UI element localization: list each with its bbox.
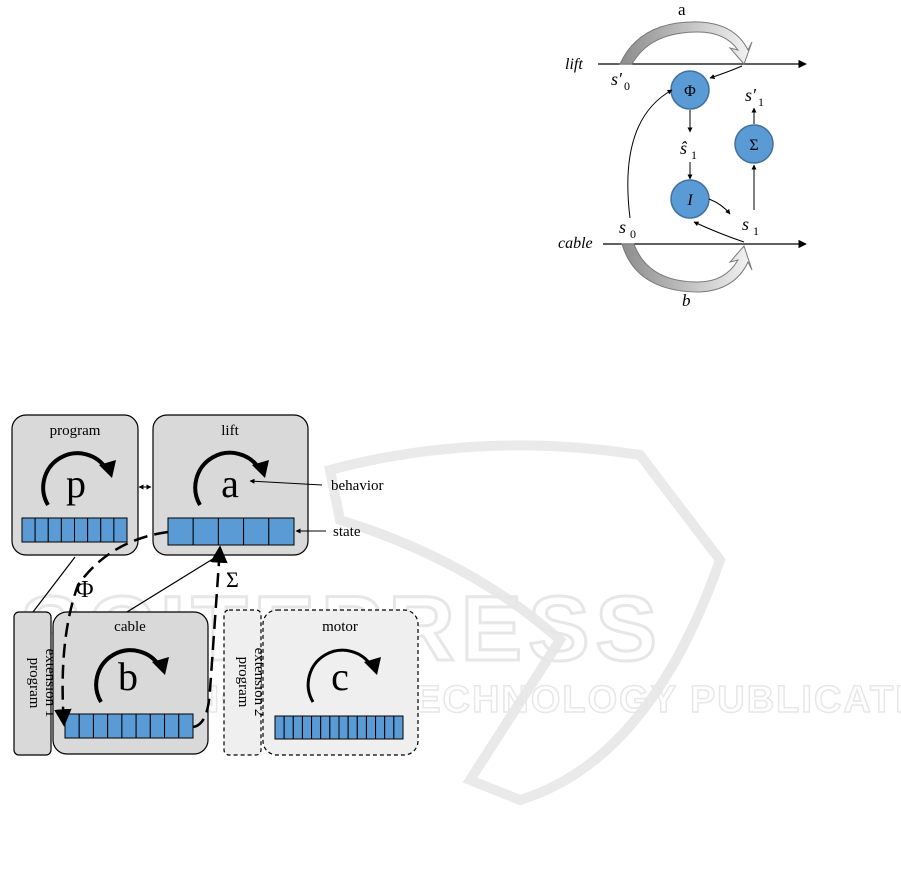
- cable-state-cell: [179, 714, 193, 738]
- svg-text:s′: s′: [611, 69, 623, 89]
- lift-state-register: [168, 518, 294, 545]
- cable-state-cell: [93, 714, 107, 738]
- lift-state-cell: [218, 518, 243, 545]
- cable-title: cable: [114, 619, 146, 635]
- label-s1: s 1: [742, 214, 759, 238]
- lift-behavior-label: a: [221, 461, 239, 506]
- lift-component: lift a: [153, 415, 308, 555]
- motor-state-cell: [348, 716, 357, 739]
- cable-state-cell: [65, 714, 79, 738]
- motor-component: motor c: [263, 610, 418, 755]
- lift-state-cell: [244, 518, 269, 545]
- lift-title: lift: [221, 423, 239, 439]
- motor-state-cell: [312, 716, 321, 739]
- motor-state-cell: [284, 716, 293, 739]
- label-s0: s 0: [619, 217, 636, 241]
- lift-state-cell: [193, 518, 218, 545]
- lift-state-cell: [269, 518, 294, 545]
- svg-text:I: I: [686, 192, 693, 209]
- ext2-line1: program: [235, 657, 251, 708]
- cable-component: cable b: [53, 612, 208, 754]
- cable-timeline-label: cable: [558, 235, 593, 252]
- program-state-cell: [35, 518, 48, 542]
- label-s0-prime: s′ 0: [611, 69, 630, 93]
- cable-state-cell: [108, 714, 122, 738]
- phi-flow-label: Φ: [76, 577, 94, 603]
- svg-text:1: 1: [691, 148, 697, 162]
- program-state-cell: [75, 518, 88, 542]
- cable-behavior-label: b: [118, 654, 138, 699]
- svg-text:0: 0: [624, 79, 630, 93]
- node-i: I: [671, 180, 709, 218]
- ext1-line1: program: [26, 658, 42, 709]
- arrow-s0-to-phi: [628, 90, 672, 218]
- label-s1-hat: ŝ 1: [680, 138, 697, 162]
- program-state-cell: [48, 518, 61, 542]
- svg-text:s′: s′: [745, 85, 757, 105]
- svg-text:1: 1: [753, 224, 759, 238]
- program-state-cell: [22, 518, 35, 542]
- svg-text:Σ: Σ: [749, 137, 758, 154]
- motor-state-cell: [275, 716, 284, 739]
- svg-text:SCIENCE AND TECHNOLOGY PUBLICA: SCIENCE AND TECHNOLOGY PUBLICATIONS: [95, 679, 901, 721]
- cable-state-cell: [165, 714, 179, 738]
- node-phi: Φ: [671, 71, 709, 109]
- lift-timeline-label: lift: [565, 56, 583, 73]
- program-state-cell: [61, 518, 74, 542]
- program-title: program: [50, 423, 101, 439]
- motor-state-cell: [394, 716, 403, 739]
- program-extension-1: program extension 1: [14, 612, 58, 755]
- cable-state-cell: [150, 714, 164, 738]
- arc-b-label: b: [682, 291, 691, 310]
- motor-state-cell: [366, 716, 375, 739]
- cable-state-cell: [122, 714, 136, 738]
- motor-state-cell: [302, 716, 311, 739]
- program-state-register: [22, 518, 127, 542]
- cable-state-cell: [79, 714, 93, 738]
- program-behavior-label: p: [66, 461, 86, 506]
- motor-state-cell: [376, 716, 385, 739]
- program-extension-2: program extension 2: [224, 610, 267, 755]
- svg-text:ŝ: ŝ: [680, 138, 688, 158]
- motor-state-cell: [330, 716, 339, 739]
- motor-title: motor: [322, 619, 358, 635]
- motor-state-cell: [357, 716, 366, 739]
- svg-text:1: 1: [758, 95, 764, 109]
- sigma-flow-label: Σ: [226, 567, 239, 592]
- state-callout-label: state: [333, 524, 361, 540]
- svg-text:s: s: [742, 214, 749, 234]
- motor-state-register: [275, 716, 403, 739]
- transition-arc-a: [620, 22, 752, 64]
- transition-arc-b: [622, 244, 752, 292]
- cable-state-cell: [136, 714, 150, 738]
- node-sigma: Σ: [735, 125, 773, 163]
- program-state-cell: [114, 518, 127, 542]
- svg-text:0: 0: [630, 227, 636, 241]
- state-diagram: lift cable a b s′ 0 s′ 1 ŝ 1 s 0 s 1: [558, 0, 806, 310]
- motor-state-cell: [339, 716, 348, 739]
- motor-behavior-label: c: [331, 654, 349, 699]
- motor-state-cell: [293, 716, 302, 739]
- behavior-callout-label: behavior: [331, 478, 383, 494]
- arrow-cable-to-i: [694, 222, 744, 242]
- svg-text:Φ: Φ: [684, 83, 696, 100]
- program-state-cell: [88, 518, 101, 542]
- program-component: program p: [12, 415, 138, 555]
- motor-state-cell: [321, 716, 330, 739]
- label-s1-prime: s′ 1: [745, 85, 764, 109]
- arrow-i-to-s1: [709, 199, 730, 214]
- arrow-s1prime-to-phi: [710, 66, 742, 78]
- program-state-cell: [101, 518, 114, 542]
- motor-state-cell: [385, 716, 394, 739]
- cable-state-register: [65, 714, 193, 738]
- arc-a-label: a: [678, 0, 686, 19]
- svg-text:s: s: [619, 217, 626, 237]
- lift-state-cell: [168, 518, 193, 545]
